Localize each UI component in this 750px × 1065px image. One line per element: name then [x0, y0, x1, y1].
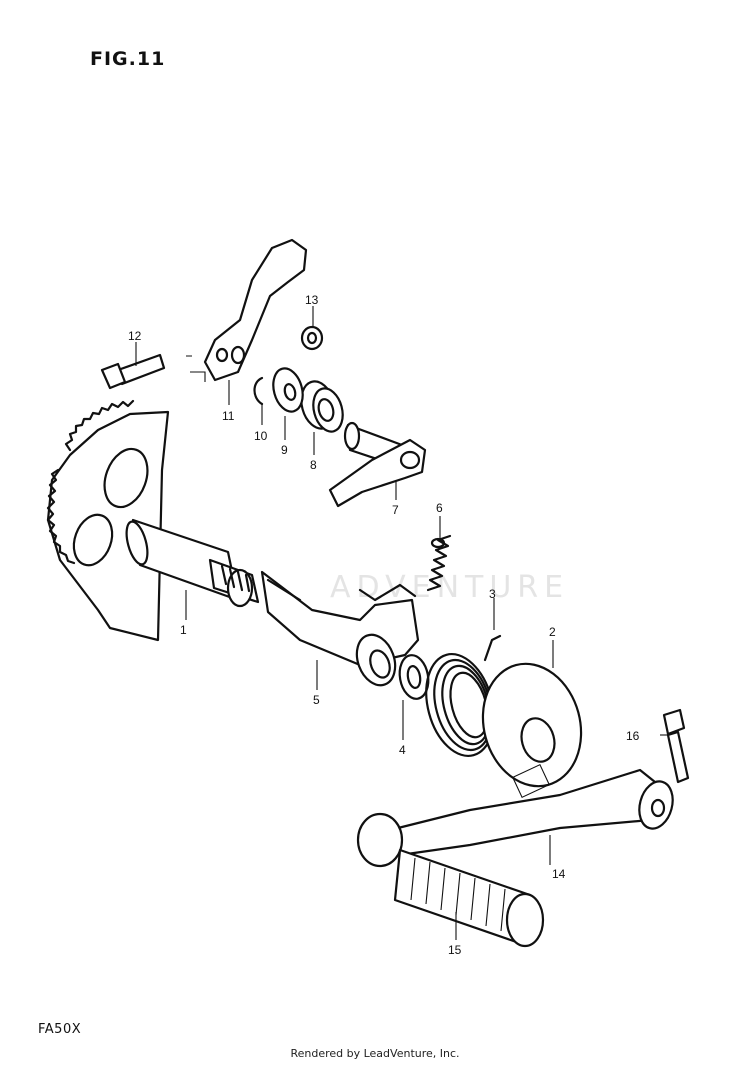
- oil-seal[interactable]: [296, 378, 347, 435]
- callout-4: 4: [399, 743, 406, 757]
- kick-starter-grip[interactable]: [393, 848, 545, 948]
- callout-1: 1: [180, 623, 187, 637]
- kick-starter-arm[interactable]: [356, 768, 678, 868]
- callout-8: 8: [310, 458, 317, 472]
- tension-spring[interactable]: [426, 534, 452, 592]
- spring-guide-cover[interactable]: [470, 653, 595, 799]
- kick-starter-guide[interactable]: [260, 570, 420, 691]
- lever-bolt[interactable]: [662, 708, 690, 784]
- callout-16: 16: [626, 729, 640, 743]
- callout-13: 13: [305, 293, 319, 307]
- callout-leaders: [135, 306, 668, 940]
- callout-10: 10: [254, 429, 268, 443]
- kick-starter-shaft[interactable]: [123, 518, 260, 608]
- plain-washer[interactable]: [269, 365, 307, 415]
- callout-15: 15: [448, 943, 462, 957]
- shift-lever[interactable]: [203, 238, 308, 382]
- model-code: FA50X: [38, 1022, 82, 1037]
- callout-12: 12: [128, 329, 142, 343]
- callout-6: 6: [436, 501, 443, 515]
- callout-14: 14: [552, 867, 566, 881]
- circlip[interactable]: [253, 376, 264, 406]
- watermark: ADVENTURE: [330, 570, 570, 605]
- callout-9: 9: [281, 443, 288, 457]
- kick-starter-gear[interactable]: [46, 399, 170, 642]
- callout-3: 3: [489, 587, 496, 601]
- bolt[interactable]: [100, 353, 206, 390]
- callout-7: 7: [392, 503, 399, 517]
- callout-5: 5: [313, 693, 320, 707]
- callout-2: 2: [549, 625, 556, 639]
- footer-credit: Rendered by LeadVenture, Inc.: [290, 1047, 460, 1060]
- callout-11: 11: [222, 409, 235, 423]
- kick-lever-shaft[interactable]: [328, 421, 427, 508]
- figure-title: FIG.11: [90, 48, 166, 70]
- nut[interactable]: [300, 325, 324, 351]
